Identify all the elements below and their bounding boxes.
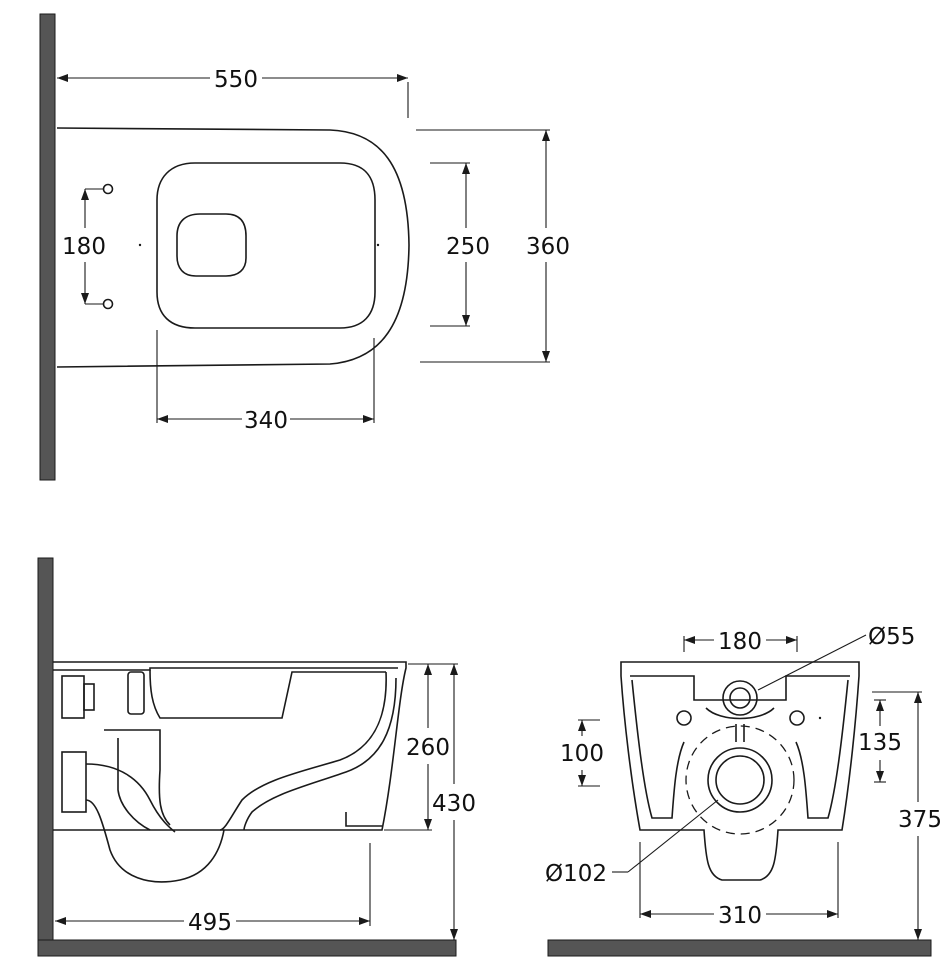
foot-side: [345, 812, 382, 827]
dim-mounting-spacing: 180: [62, 234, 106, 260]
floor-side-view: [37, 939, 457, 957]
bowl-body-side: [53, 661, 407, 831]
trap-side: [104, 729, 171, 826]
dim-seat-opening-width: 250: [446, 234, 490, 260]
rear-body-outline: [620, 661, 860, 881]
wall-side-view: [37, 557, 54, 957]
dim-overall-length: 550: [214, 67, 258, 93]
dim-inlet-diameter: Ø55: [868, 624, 915, 650]
bolt-hole-right: [789, 710, 805, 726]
dim-seat-opening-length: 340: [244, 408, 288, 434]
leader-line: [757, 634, 867, 691]
flush-inlet-cap: [83, 683, 95, 711]
center-mark: [818, 716, 822, 720]
waste-hole-top: [176, 213, 247, 277]
outlet-dashed-circle: [685, 725, 795, 835]
dim-rim-height: 260: [406, 735, 450, 761]
dim-outlet-width: 310: [718, 903, 762, 929]
mounting-hole: [102, 183, 114, 195]
bolt-hole-left: [676, 710, 692, 726]
flush-inlet-pipe: [61, 675, 85, 719]
dim-bolt-to-top: 135: [858, 730, 902, 756]
outlet-port-inner: [715, 755, 765, 805]
mounting-hole: [102, 298, 114, 310]
dim-outlet-diameter: Ø102: [545, 861, 607, 887]
dim-overall-width: 360: [526, 234, 570, 260]
inlet-port-inner: [729, 687, 751, 709]
inner-rim-top: [156, 162, 376, 329]
side-view: 260 430 495: [37, 557, 476, 957]
dim-bolt-spacing: 180: [718, 629, 762, 655]
waste-outlet-pipe: [61, 751, 87, 813]
center-mark: [138, 243, 142, 247]
top-rim-side: [53, 667, 398, 671]
trap-inner-side: [117, 738, 151, 831]
rear-view: 180 Ø55 100 135 375 Ø102 310: [545, 624, 942, 957]
floor-rear-view: [547, 939, 932, 957]
dim-projection-to-outlet: 495: [188, 910, 232, 936]
inlet-collar: [705, 707, 775, 720]
inlet-port-outer: [722, 680, 758, 716]
seat-cavity-side: [149, 669, 386, 719]
rear-top-ledge: [630, 675, 850, 701]
dim-overall-height: 430: [432, 791, 476, 817]
waste-pipe-upper: [85, 763, 176, 833]
rear-right-recess: [795, 679, 849, 819]
dim-height-from-floor: 375: [898, 807, 942, 833]
leader-line: [627, 799, 719, 873]
outlet-port-outer: [707, 747, 773, 813]
top-view: 180 550 250 360 340: [39, 13, 570, 481]
bowl-outline-top: [56, 127, 410, 368]
bowl-inner-side: [219, 671, 387, 831]
waste-pipe-lower: [85, 799, 225, 883]
rear-left-recess: [631, 679, 685, 819]
center-mark: [376, 243, 380, 247]
wall-top-view: [39, 13, 56, 481]
bowl-outer-side: [243, 677, 397, 831]
dim-inlet-to-bolt: 100: [560, 741, 604, 767]
inlet-port-side: [127, 671, 145, 715]
